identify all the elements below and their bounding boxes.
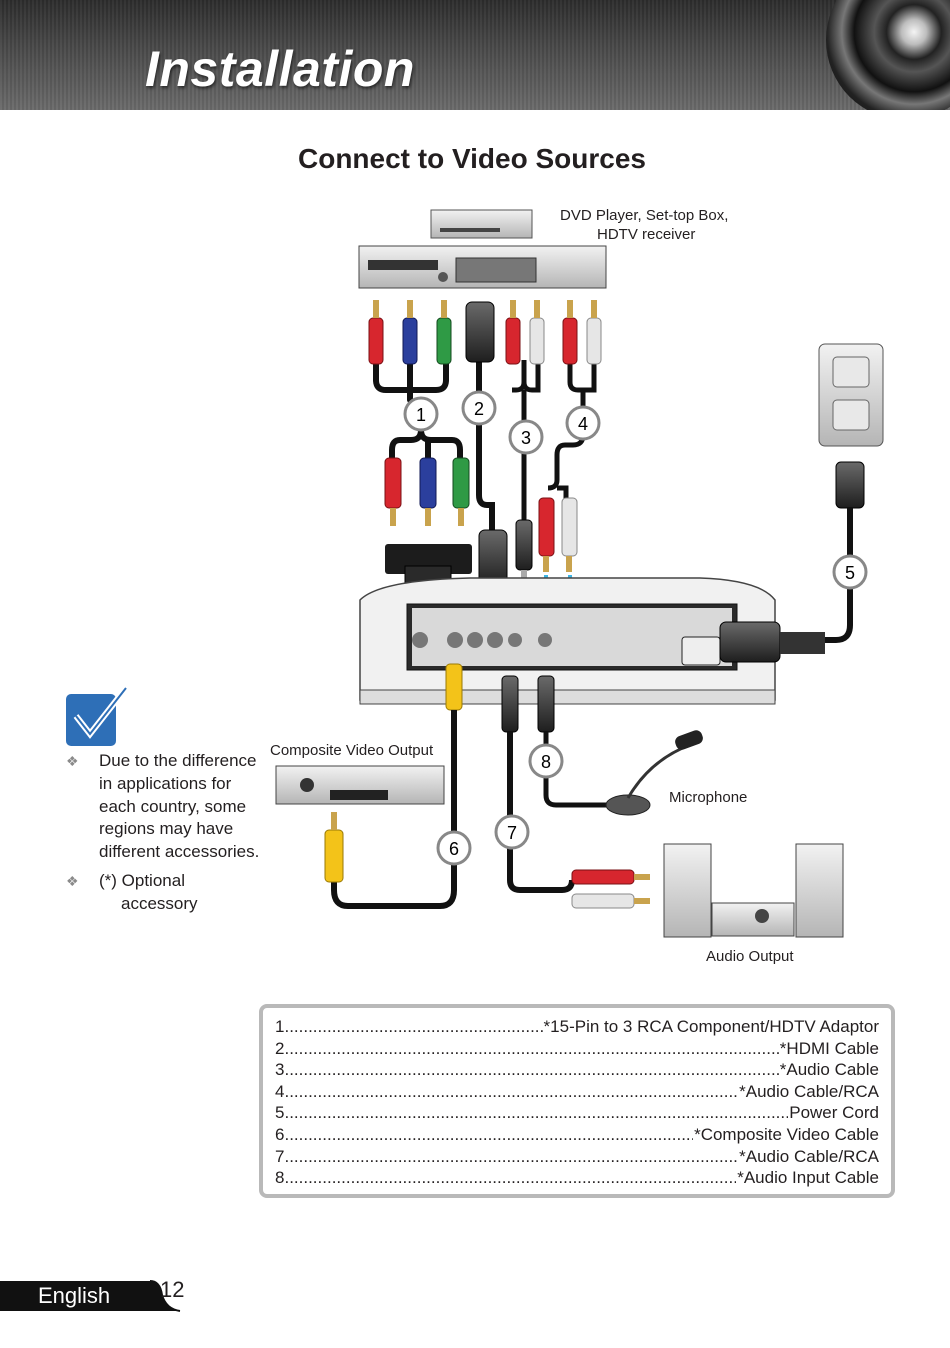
composite-plug-top <box>445 663 463 711</box>
rca-plug-red-1 <box>368 300 384 365</box>
rca-plug-red-3 <box>505 300 521 365</box>
audio-output-cable <box>507 732 575 893</box>
source-label-line1: DVD Player, Set-top Box, <box>560 207 729 224</box>
callout-6-label: 6 <box>449 839 459 859</box>
callout-8-label: 8 <box>541 752 551 772</box>
note-checkmark-icon <box>66 686 129 746</box>
hdmi-cable <box>476 360 495 540</box>
callout-8: 8 <box>528 743 564 779</box>
callout-5: 5 <box>832 554 868 590</box>
legend-description: Power Cord <box>788 1102 879 1124</box>
callout-4: 4 <box>565 405 601 441</box>
legend-number: 2 <box>275 1038 285 1058</box>
rca-plug-green-1 <box>436 300 452 365</box>
callout-7: 7 <box>494 814 530 850</box>
legend-row: 8.......................................… <box>275 1167 879 1189</box>
rca-plug-green-2 <box>452 457 470 526</box>
callout-4-label: 4 <box>578 414 588 434</box>
legend-row: 2.......................................… <box>275 1037 879 1060</box>
note-text: (*) Optional accessory <box>99 870 198 913</box>
legend-description: *Audio Input Cable <box>736 1167 879 1189</box>
note-text: Due to the difference in applications fo… <box>99 751 260 862</box>
microphone-icon <box>605 730 703 816</box>
rca-plug-white-3 <box>529 300 545 365</box>
component-cable-group <box>373 357 463 465</box>
footer-page-number: 12 <box>160 1277 185 1302</box>
legend-number: 5 <box>275 1103 285 1123</box>
callout-7-label: 7 <box>507 823 517 843</box>
legend-row: 5.......................................… <box>275 1102 879 1124</box>
rca-plug-red-4b <box>538 497 555 572</box>
composite-video-player-icon <box>275 765 445 805</box>
legend-description: *Audio Cable/RCA <box>738 1145 879 1168</box>
diamond-bullet-icon: ❖ <box>66 872 79 889</box>
rca-plug-blue-1 <box>402 300 418 365</box>
power-plug-icon <box>835 461 865 509</box>
callout-3-label: 3 <box>521 428 531 448</box>
note-box: ❖ Due to the difference in applications … <box>66 750 266 922</box>
wall-outlet-icon <box>818 343 884 447</box>
legend-number: 6 <box>275 1124 285 1144</box>
rca-plug-blue-2 <box>419 457 437 526</box>
legend-description: *HDMI Cable <box>778 1037 879 1060</box>
callout-6: 6 <box>436 830 472 866</box>
composite-cable <box>331 710 457 909</box>
dvd-player-icon <box>430 209 533 239</box>
callout-2-label: 2 <box>474 399 484 419</box>
microphone-label: Microphone <box>669 789 748 806</box>
rca-plug-red-4a <box>562 300 578 365</box>
rca-plug-white-7 <box>571 893 650 909</box>
audio-jack-8 <box>537 675 555 733</box>
legend-number: 4 <box>275 1081 285 1101</box>
callout-1-label: 1 <box>416 405 426 425</box>
power-cord <box>820 508 853 643</box>
callout-1: 1 <box>403 396 439 432</box>
audio-output-label: Audio Output <box>706 948 794 965</box>
legend-number: 8 <box>275 1168 285 1188</box>
mic-cable <box>543 732 610 808</box>
footer-language: English <box>38 1283 111 1308</box>
legend-row: 7.......................................… <box>275 1145 879 1168</box>
speaker-system-icon <box>663 843 844 938</box>
diamond-bullet-icon: ❖ <box>66 753 79 769</box>
projector-lens-graphic <box>826 0 950 110</box>
legend-row: 3.......................................… <box>275 1059 879 1081</box>
legend-description: *Audio Cable <box>778 1059 879 1081</box>
rca-plug-white-4b <box>561 497 578 572</box>
header-texture <box>0 0 950 110</box>
rca-plug-white-4a <box>586 300 602 365</box>
composite-label: Composite Video Output <box>270 742 434 759</box>
rca-plug-red-2 <box>384 457 402 526</box>
rca-plug-red-7 <box>571 869 650 885</box>
composite-plug-bottom <box>324 812 344 883</box>
note-item: ❖ Due to the difference in applications … <box>66 750 266 864</box>
legend-description: *15-Pin to 3 RCA Component/HDTV Adaptor <box>542 1016 879 1038</box>
audio-rca-cable <box>547 360 597 500</box>
audio-jack-7 <box>501 675 519 733</box>
hdmi-plug-top <box>465 301 495 363</box>
legend-description: *Composite Video Cable <box>693 1123 879 1146</box>
page-title: Connect to Video Sources <box>298 143 646 174</box>
legend-number: 1 <box>275 1017 285 1036</box>
legend-number: 7 <box>275 1146 285 1166</box>
header-banner: Installation <box>0 0 950 110</box>
callout-2: 2 <box>461 390 497 426</box>
footer-tab-shape <box>0 1281 180 1311</box>
set-top-box-icon <box>358 245 607 289</box>
section-title: Installation <box>145 41 415 97</box>
legend-row: 1.......................................… <box>275 1016 879 1038</box>
cable-legend: 1.......................................… <box>259 1004 895 1198</box>
source-label-line2: HDTV receiver <box>597 226 696 243</box>
note-item: ❖ (*) Optional accessory <box>66 870 266 916</box>
legend-row: 6.......................................… <box>275 1123 879 1146</box>
audio-cable <box>512 360 541 525</box>
legend-description: *Audio Cable/RCA <box>738 1080 879 1103</box>
legend-number: 3 <box>275 1060 285 1080</box>
projector-icon <box>359 577 825 705</box>
callout-5-label: 5 <box>845 563 855 583</box>
callout-3: 3 <box>508 419 544 455</box>
legend-row: 4.......................................… <box>275 1080 879 1103</box>
